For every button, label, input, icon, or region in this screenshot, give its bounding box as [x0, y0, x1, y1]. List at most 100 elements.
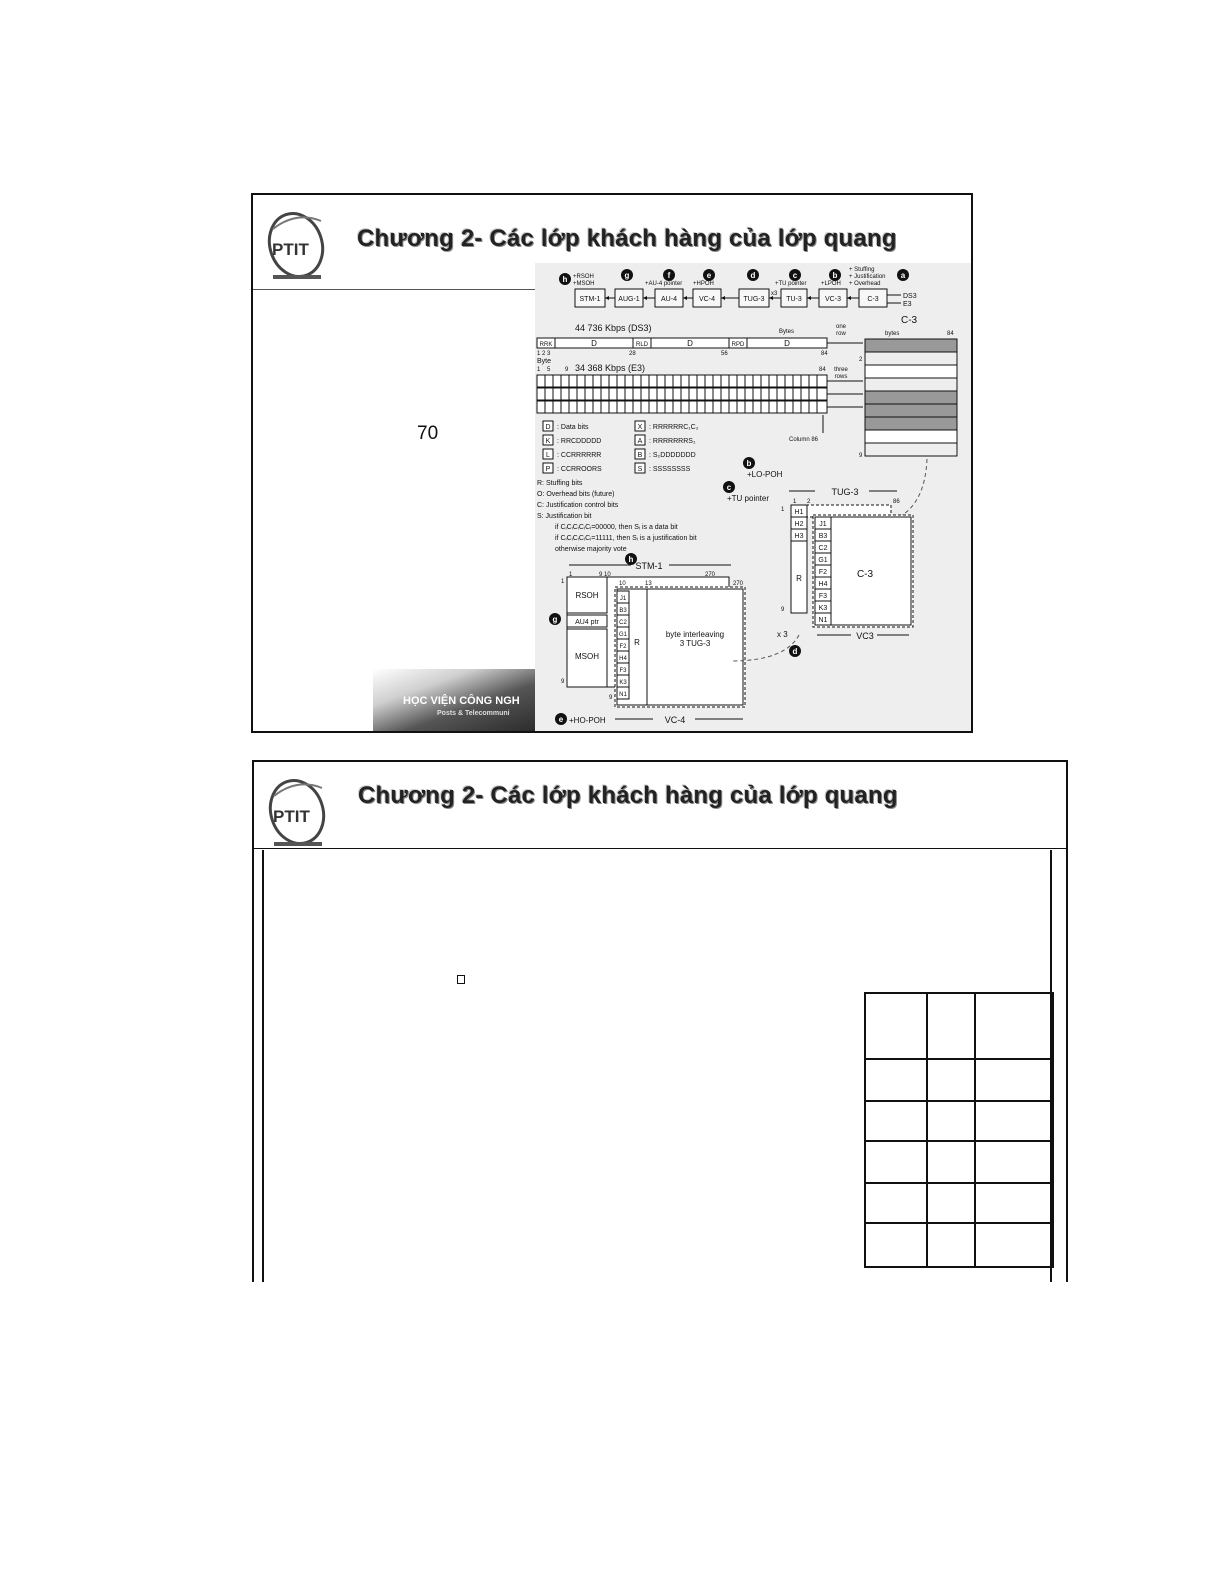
table-cell: [864, 1182, 928, 1224]
footer-subtitle: Posts & Telecommuni: [437, 710, 510, 717]
stm1-rsoh: [566, 576, 608, 614]
chain-box-label: TU-3: [786, 296, 802, 303]
e3-three-rows: three: [834, 367, 848, 373]
table-cell: [974, 1100, 1054, 1142]
c3-row: [864, 377, 958, 392]
tug3-col: 86: [893, 499, 900, 505]
legend-code: S: [638, 466, 643, 473]
ds3-tick: 1 2 3: [537, 351, 551, 357]
vc4-poh-label: C2: [619, 620, 627, 626]
table-cell: [926, 1222, 976, 1268]
legend-code: A: [638, 438, 643, 445]
stm1-msoh: [566, 628, 608, 688]
e3-row: [536, 387, 828, 401]
label-lo-poh: +LO-POH: [747, 470, 783, 479]
c3-row: [864, 364, 958, 379]
vc3-poh-label: F3: [819, 593, 827, 600]
c3-cols: 84: [947, 331, 954, 337]
stm1-inner-col: 270: [733, 581, 744, 587]
input-ds3: DS3: [903, 293, 917, 300]
e3-end-tick: 84: [819, 367, 826, 373]
e3-byte-label: Byte: [537, 358, 551, 365]
chain-box-label: STM-1: [580, 296, 601, 303]
vc4-label: VC-4: [665, 715, 686, 725]
legend-desc: : CCRRRRRR: [557, 452, 601, 459]
c3-row-label: 2: [859, 357, 863, 363]
label-rsoh-msoh: +MSOH: [573, 281, 595, 287]
marker-badge-letter: a: [901, 271, 906, 280]
marker-badge-g: [549, 613, 561, 625]
ds3-cell-label: D: [784, 339, 790, 348]
c3-row: [864, 351, 958, 366]
vc4-payload: byte interleaving: [666, 630, 724, 639]
label-x3: x3: [771, 291, 778, 297]
ds3-cell-label: RRK: [540, 342, 553, 348]
tug3-r-label: R: [796, 574, 802, 583]
tug3-row: 9: [781, 607, 785, 613]
logo-text: PTIT: [272, 240, 309, 259]
vc4-poh-label: F2: [619, 644, 627, 650]
bullet-marker: [457, 975, 465, 984]
c3-row: [864, 416, 958, 431]
marker-badge-letter: h: [563, 275, 568, 284]
legend-code: K: [546, 438, 551, 445]
tug3-col: 2: [807, 499, 811, 505]
legend-note: O: Overhead bits (future): [537, 491, 614, 498]
marker-badge-b: [743, 457, 755, 469]
legend-desc: : CCRROORS: [557, 466, 602, 473]
vc3-poh-label: C2: [819, 545, 828, 552]
ds3-cell-label: RLD: [636, 342, 649, 348]
chain-arrowhead: [605, 296, 609, 300]
table-cell: [926, 992, 976, 1060]
tug3-ptr-label: H3: [795, 533, 804, 540]
vc4-poh-label: F3: [619, 668, 627, 674]
marker-badge-letter: g: [625, 271, 630, 280]
legend-code: L: [546, 452, 550, 459]
label-x3: x 3: [777, 630, 788, 639]
legend-code: P: [546, 466, 551, 473]
slide-1: PTIT Chương 2- Các lớp khách hàng của lớ…: [251, 193, 973, 733]
label-stuffing: + Justification: [849, 274, 886, 280]
c3-row: [864, 390, 958, 405]
legend-note: if CᵢCᵢCᵢCᵢCᵢ=00000, then Sᵢ is a data b…: [555, 524, 678, 531]
ptit-logo-icon: PTIT: [268, 779, 326, 846]
legend-desc: : S₂DDDDDDD: [649, 452, 696, 459]
footer-banner: [373, 669, 535, 731]
chain-arrowhead: [643, 296, 647, 300]
legend-code-box: [634, 420, 646, 432]
vc4-poh-label: N1: [619, 692, 627, 698]
chain-box-label: TUG-3: [744, 296, 765, 303]
c3-row: [864, 403, 958, 418]
vc3-poh-label: K3: [819, 605, 828, 612]
label-rsoh-msoh: +RSOH: [573, 274, 594, 280]
stm1-col: 270: [705, 572, 716, 578]
table-cell: [974, 1058, 1054, 1102]
stm1-row: 1: [561, 579, 565, 585]
ds3-bytes-label: Bytes: [779, 329, 794, 335]
legend-code-box: [542, 420, 554, 432]
vc4-poh-label: J1: [620, 596, 627, 602]
header-divider: [254, 848, 1066, 849]
legend-code-box: [542, 434, 554, 446]
slide-title: Chương 2- Các lớp khách hàng của lớp qua…: [357, 225, 897, 252]
tug3-ptr-label: H1: [795, 509, 804, 516]
stm1-inner-col: 13: [645, 581, 652, 587]
marker-badge-letter: f: [668, 271, 671, 280]
c3-row-label: 9: [859, 453, 863, 459]
marker-badge-letter: g: [553, 615, 558, 624]
marker-badge-letter: b: [747, 459, 752, 468]
label-hpoh: +HPOH: [693, 281, 714, 287]
stm1-inner-col: 10: [619, 581, 626, 587]
label-au4-pointer: +AU-4 pointer: [645, 281, 682, 287]
vc3-poh-label: F2: [819, 569, 827, 576]
stm1-col: 9 10: [599, 572, 611, 578]
marker-badge-letter: b: [833, 271, 838, 280]
legend-note: S: Justification bit: [537, 513, 592, 520]
e3-tick: 5: [547, 367, 551, 373]
vc4-poh-label: K3: [619, 680, 627, 686]
